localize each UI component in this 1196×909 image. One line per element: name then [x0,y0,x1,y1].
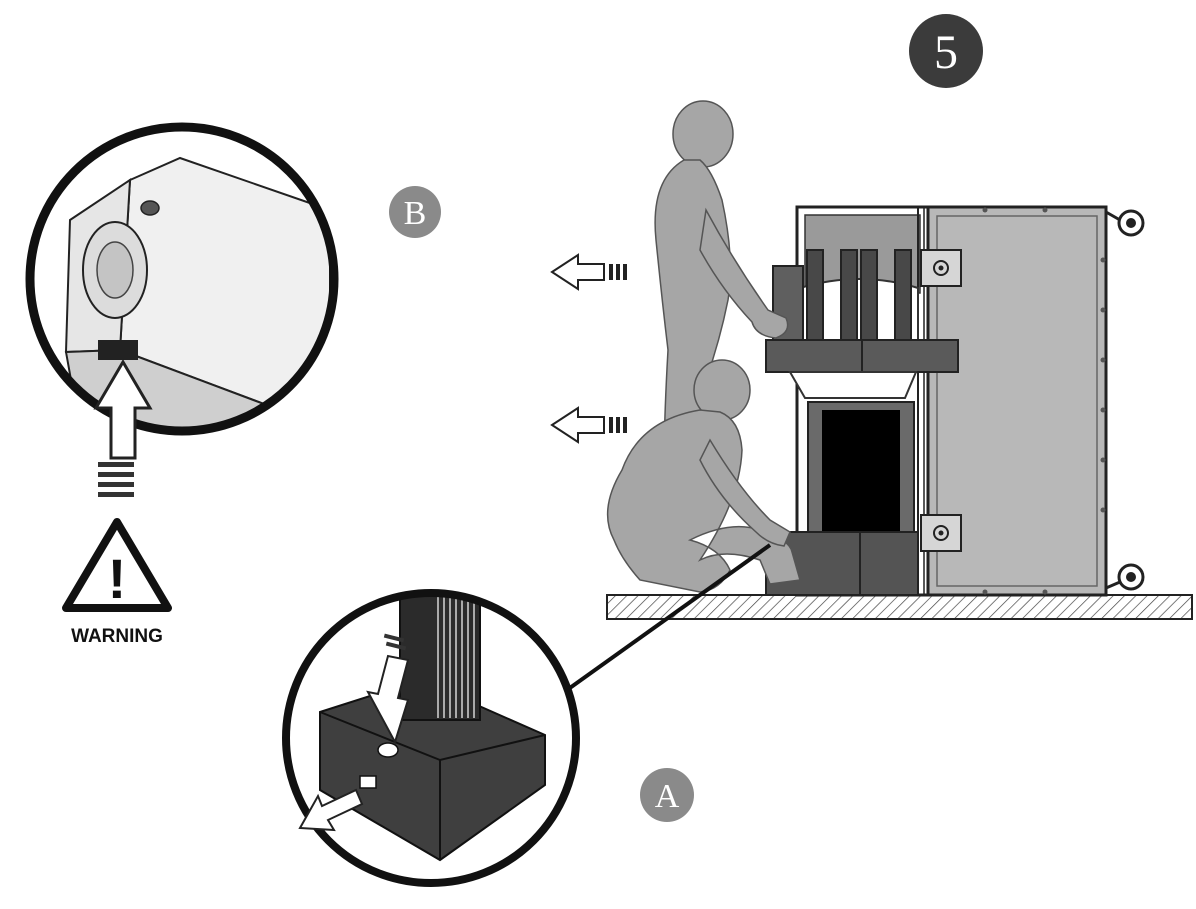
callout-a-label: A [655,778,680,815]
warning-triangle-icon [62,518,172,612]
flight-case [765,205,1145,597]
warning-sign: ! WARNING [62,518,172,647]
detail-a-magnifier [282,589,580,887]
arrow-left-icon [550,253,627,291]
latch-top [920,249,962,287]
upper-speaker-with-foam [765,249,959,399]
step-number: 5 [934,26,958,79]
warning-label: WARNING [71,626,163,647]
lower-speaker [807,401,915,535]
detail-a-leader-line [558,543,772,697]
callout-b-label: B [404,195,427,232]
arrow-left-icon [550,406,627,444]
latch-bottom [920,514,962,552]
caster-wheel-bottom [1105,563,1145,591]
detail-b-magnifier [25,122,339,436]
floor [606,594,1193,620]
callout-a-badge: A [640,768,694,822]
step-number-badge: 5 [909,14,983,88]
crouching-person [606,359,801,593]
arrow-pull-icon [298,788,364,832]
caster-wheel-top [1105,209,1145,237]
arrow-up-icon [93,359,153,497]
warning-glyph: ! [108,547,127,610]
standing-person [654,100,789,471]
callout-b-badge: B [389,186,441,238]
arrow-down-icon [366,633,410,745]
